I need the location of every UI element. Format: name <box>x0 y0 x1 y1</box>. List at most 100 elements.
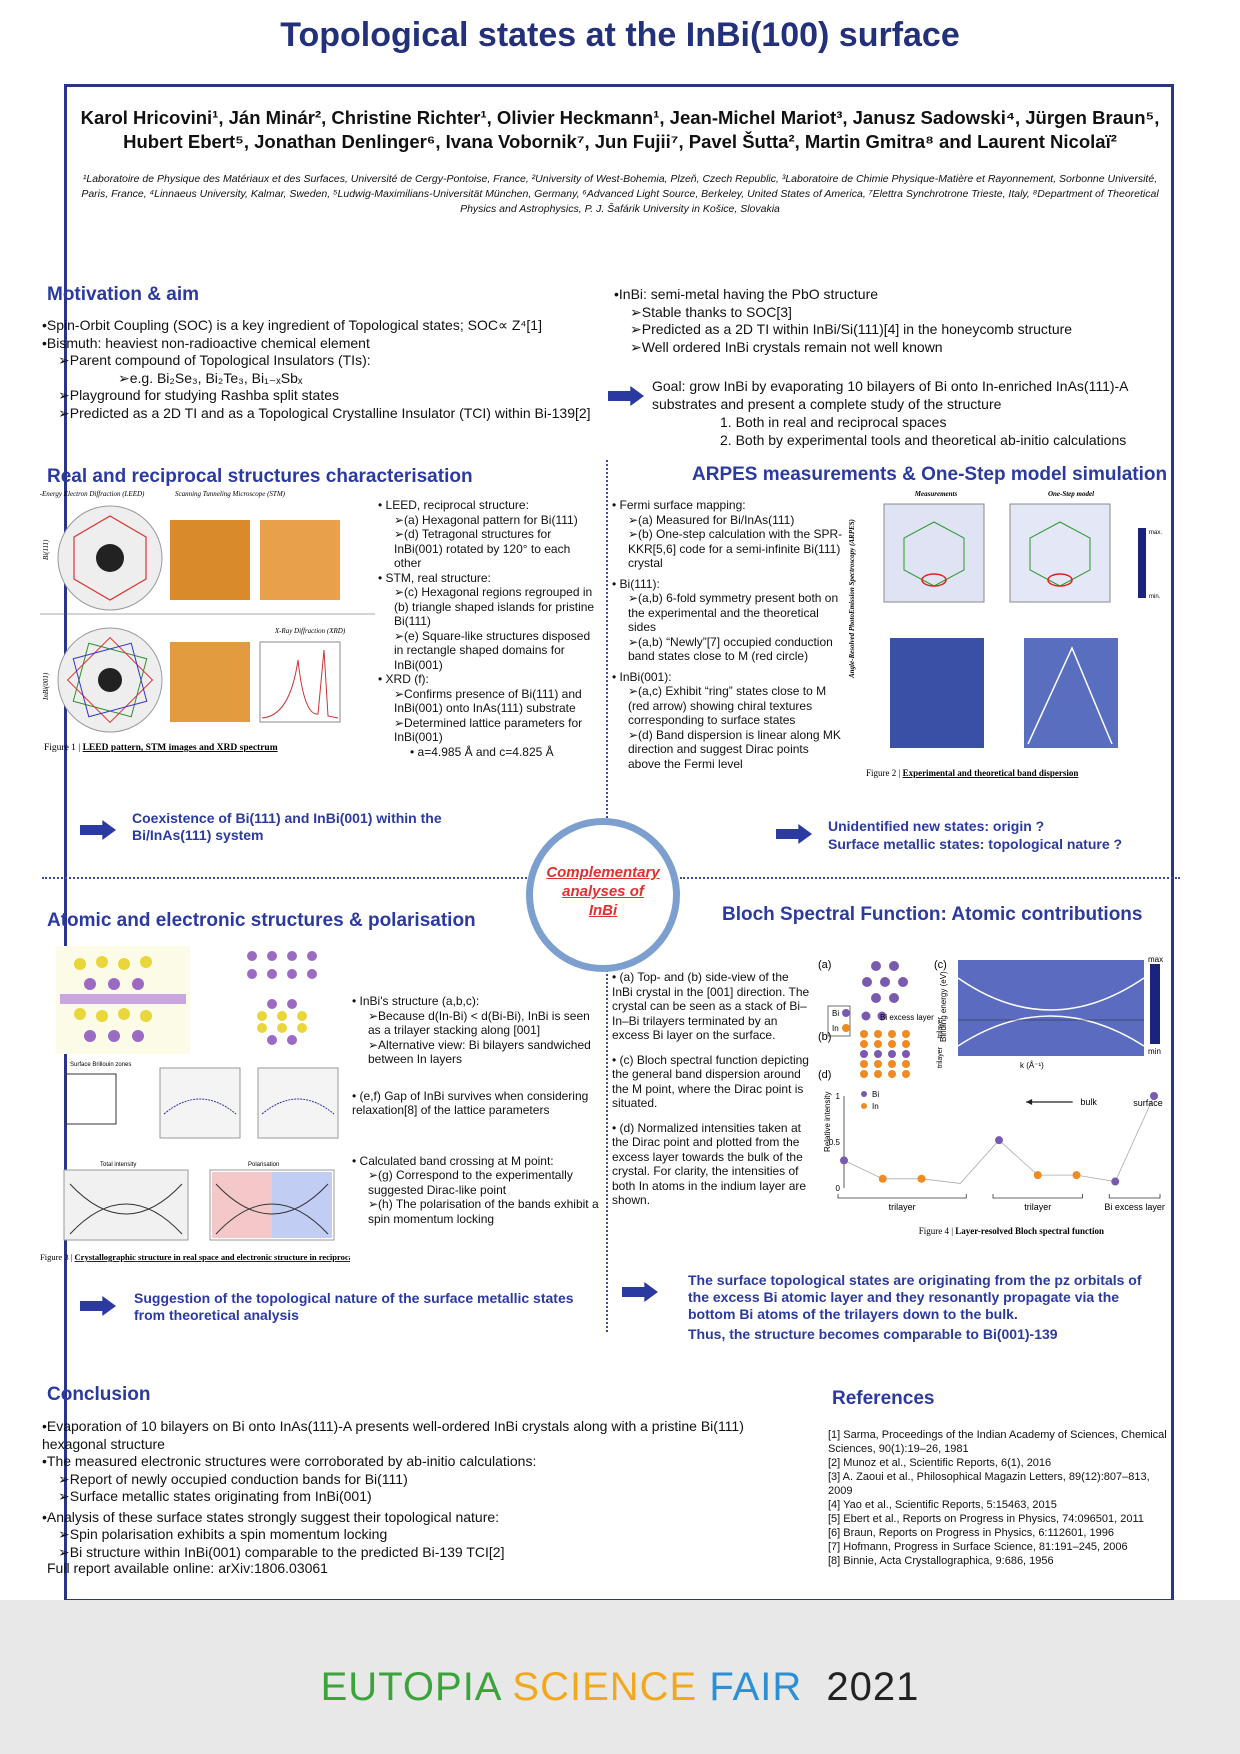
motivation-item: •Spin-Orbit Coupling (SOC) is a key ingr… <box>42 317 542 333</box>
stm-label: Scanning Tunneling Microscope (STM) <box>175 490 286 498</box>
arpes-text-item: • Bi(111): <box>612 576 660 591</box>
figure-3-caption: Crystallographic structure in real space… <box>75 1252 350 1262</box>
conclusion-item: ➢Report of newly occupied conduction ban… <box>58 1470 408 1487</box>
band-plot-f <box>257 1067 339 1139</box>
lattice-atom <box>874 1060 882 1068</box>
atomic-text: • InBi's structure (a,b,c): ➢Because d(I… <box>352 994 604 1226</box>
arpes-side-label: Angle-Resolved PhotoEmission Spectroscop… <box>848 519 856 679</box>
lattice-atom <box>860 1060 868 1068</box>
atomic-text-item: ➢Because d(In-Bi) < d(Bi-Bi), InBi is se… <box>368 1008 590 1038</box>
conclusion-item: ➢Bi structure within InBi(001) comparabl… <box>58 1543 505 1560</box>
bloch-ylabel-d: Relative intensity <box>823 1092 832 1152</box>
lattice-atom <box>860 1030 868 1038</box>
conclusion-item: •The measured electronic structures were… <box>42 1453 537 1469</box>
data-point-bi <box>1150 1092 1158 1100</box>
full-report: Full report available online: arXiv:1806… <box>47 1560 328 1576</box>
motivation-right: •InBi: semi-metal having the PbO structu… <box>614 286 1174 356</box>
real-text-item: ➢Confirms presence of Bi(111) and InBi(0… <box>394 686 582 716</box>
bulk-arrow-head <box>1026 1099 1033 1105</box>
svg-text:Figure 4 | Layer-resolved Bloc: Figure 4 | Layer-resolved Bloch spectral… <box>919 1226 1104 1236</box>
reference-item: [7] Hofmann, Progress in Surface Science… <box>828 1541 1128 1553</box>
references-heading: References <box>832 1388 935 1409</box>
data-point-in <box>917 1174 926 1183</box>
arrow-icon <box>80 820 116 840</box>
bi-excess-label: Bi excess layer <box>880 1013 934 1022</box>
arpes-text-item: • InBi(001): <box>612 669 672 684</box>
motivation-right-item: ➢Stable thanks to SOC[3] <box>630 303 792 320</box>
data-point-bi <box>1111 1177 1120 1186</box>
atomic-text-item: ➢Alternative view: Bi bilayers sandwiche… <box>368 1037 591 1067</box>
atomic-conclusion: Suggestion of the topological nature of … <box>134 1290 574 1323</box>
bloch-text-item: • (c) Bloch spectral function depicting … <box>612 1052 809 1111</box>
bloch-label-a: (a) <box>818 959 831 971</box>
reference-item: [8] Binnie, Acta Crystallographica, 9:68… <box>828 1555 1054 1567</box>
affiliations: ¹Laboratoire de Physique des Matériaux e… <box>81 173 1159 215</box>
figure-1: Low-Energy Electron Diffraction (LEED) S… <box>27 490 375 758</box>
bloch-legend-bi: Bi <box>832 1009 839 1018</box>
figure-1-caption-prefix: Figure 1 | <box>44 743 83 753</box>
conclusion-item: •Analysis of these surface states strong… <box>42 1508 500 1525</box>
event-logo: EUTOPIA SCIENCE FAIR 2021 <box>0 1665 1240 1710</box>
colorbar-min: min. <box>1149 594 1161 600</box>
svg-text:Figure 3 | Crystallographic st: Figure 3 | Crystallographic structure in… <box>40 1252 350 1262</box>
data-point-in <box>878 1174 887 1183</box>
surface-label: surface <box>1133 1098 1163 1108</box>
figure-2-caption: Experimental and theoretical band disper… <box>903 768 1079 778</box>
layer-bracket-label: trilayer <box>1024 1202 1051 1212</box>
lattice-atom <box>902 1050 910 1058</box>
references-list: [1] Sarma, Proceedings of the Indian Aca… <box>828 1428 1168 1568</box>
y-tick-label: 1 <box>836 1092 841 1101</box>
real-text-item: • a=4.985 Å and c=4.825 Å <box>410 744 554 759</box>
real-text-item: ➢(e) Square-like structures disposed in … <box>394 628 591 672</box>
arpes-text-item: ➢(a) Measured for Bi/InAs(111) <box>628 512 795 527</box>
atomic-text-item: • Calculated band crossing at M point: <box>352 1153 554 1168</box>
legend-label-bi: Bi <box>872 1090 879 1099</box>
reference-item: [3] A. Zaoui et al., Philosophical Magaz… <box>828 1471 1150 1497</box>
arpes-text-item: ➢(d) Band dispersion is linear along MK … <box>628 727 841 771</box>
motivation-list: •Spin-Orbit Coupling (SOC) is a key ingr… <box>42 317 602 422</box>
lattice-atom <box>874 1030 882 1038</box>
arrow-icon <box>622 1282 658 1302</box>
motivation-item: ➢e.g. Bi₂Se₃, Bi₂Te₃, Bi₁₋ₓSbₓ <box>118 369 303 386</box>
conclusion-item: ➢Surface metallic states originating fro… <box>58 1488 372 1504</box>
conclusion-item: •Evaporation of 10 bilayers on Bi onto I… <box>42 1418 744 1452</box>
figure-3-caption-prefix: Figure 3 | <box>40 1252 75 1262</box>
svg-text:Figure 1 | LEED pattern, STM i: Figure 1 | LEED pattern, STM images and … <box>44 743 278 753</box>
xrd-plot-f <box>259 641 341 723</box>
figure-2: Measurements One-Step model Angle-Resolv… <box>846 488 1180 796</box>
lattice-atom <box>888 1060 896 1068</box>
arrow-icon <box>80 1296 116 1316</box>
arpes-conclusion-1: Unidentified new states: origin ? <box>828 818 1045 834</box>
real-text-item: • STM, real structure: <box>378 570 491 585</box>
conclusion-item: ➢Spin polarisation exhibits a spin momen… <box>58 1526 388 1542</box>
motivation-right-item: ➢Well ordered InBi crystals remain not w… <box>630 338 943 355</box>
real-text: • LEED, reciprocal structure: ➢(a) Hexag… <box>378 498 600 759</box>
arpes-text-item: ➢(a,c) Exhibit “ring” states close to M … <box>628 684 827 727</box>
real-text-item: • XRD (f): <box>378 672 429 686</box>
center-circle: Complementary analyses of InBi <box>526 818 680 972</box>
bloch-ylabel-c: Binding energy (eV) <box>939 971 948 1042</box>
atomic-text-item: ➢(g) Correspond to the experimentally su… <box>368 1168 573 1197</box>
colorbar-max: max. <box>1149 530 1162 536</box>
arpes-text-item: ➢(a,b) 6-fold symmetry present both on t… <box>628 591 839 634</box>
legend-marker-bi <box>861 1091 867 1097</box>
figure-4: (a) Bi In (b) Bi excess layer trilayer t… <box>814 955 1180 1246</box>
bulk-label: bulk <box>1080 1097 1097 1107</box>
figure-2-caption-prefix: Figure 2 | <box>866 768 903 778</box>
divider <box>606 962 608 1332</box>
lattice-atom <box>874 1070 882 1078</box>
trilayer-label: trilayer <box>937 1046 944 1068</box>
band-map-c <box>890 638 984 748</box>
real-text-item: • LEED, reciprocal structure: <box>378 498 529 512</box>
fermi-map-a <box>883 503 985 603</box>
logo-word: FAIR <box>709 1665 803 1709</box>
divider <box>42 877 527 879</box>
stm-image-b <box>170 520 250 600</box>
bloch-text-item: • (a) Top- and (b) side-view of the InBi… <box>612 970 810 1042</box>
center-line-1: Complementary <box>546 864 660 881</box>
lattice-atom <box>902 1040 910 1048</box>
real-text-item: ➢(c) Hexagonal regions regrouped in (b) … <box>394 585 595 628</box>
arpes-heading: ARPES measurements & One-Step model simu… <box>692 464 1168 485</box>
lattice-atom <box>902 1070 910 1078</box>
